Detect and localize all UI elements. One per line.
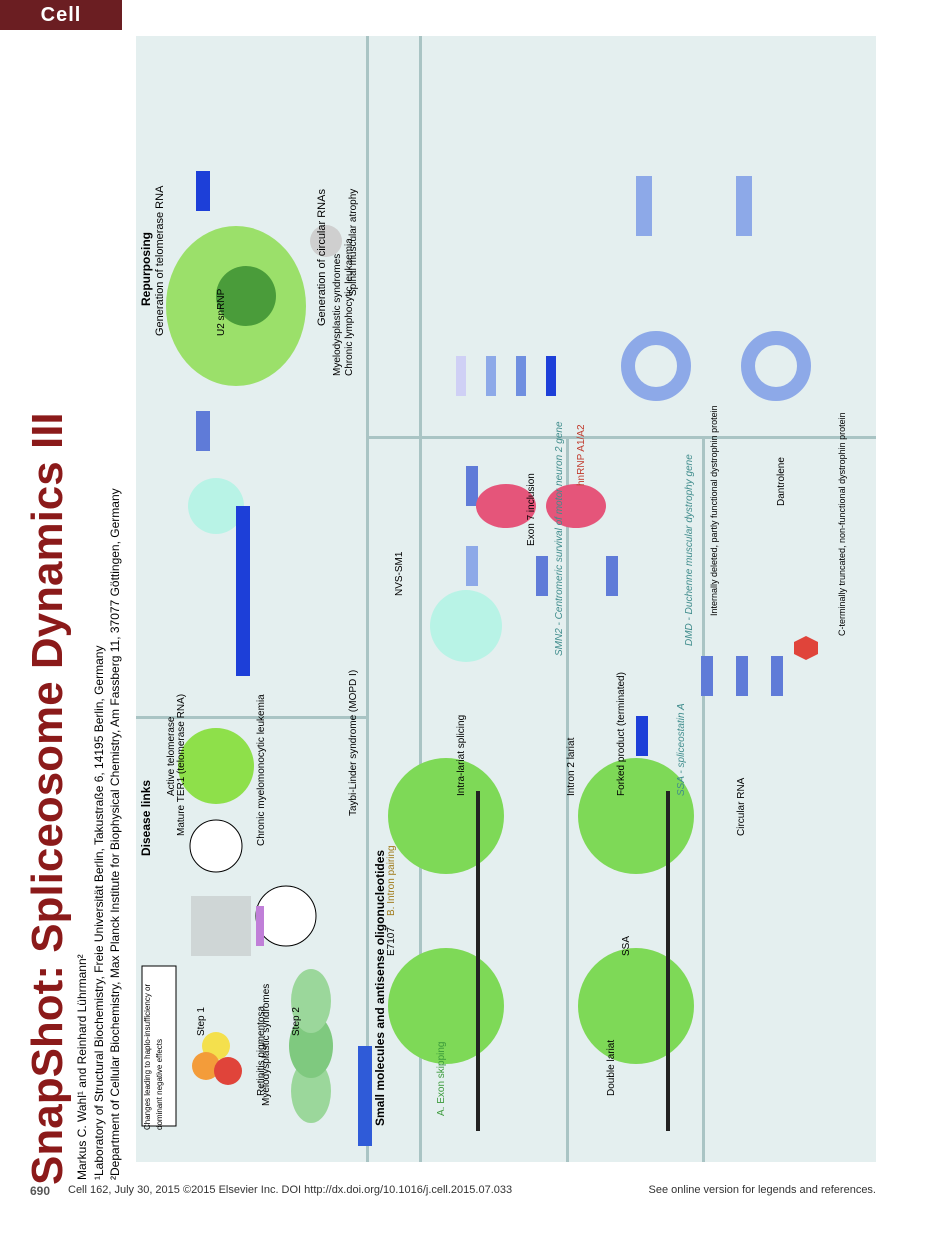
exon7-box-3 <box>606 556 618 596</box>
sf3b155-circle <box>216 266 276 326</box>
label-mds-2: Myelodysplastic syndromes <box>332 253 343 376</box>
citation: Cell 162, July 30, 2015 ©2015 Elsevier I… <box>68 1184 513 1196</box>
exon1-box-c <box>456 356 466 396</box>
u6-circle <box>192 1052 220 1080</box>
legend-text: Changes leading to haplo-insufficiency o… <box>143 983 164 1130</box>
label-dmd-truncated: C-terminally truncated, non-functional d… <box>837 412 847 636</box>
divider <box>366 36 369 1162</box>
online-note: See online version for legends and refer… <box>648 1184 876 1196</box>
legend-box <box>141 965 177 1127</box>
label-e7107: E7107 <box>386 927 397 956</box>
divider <box>369 436 876 439</box>
circular-rna-2 <box>741 331 811 401</box>
journal-logo: Cell <box>0 0 122 30</box>
label-intra-lariat: Intra-lariat splicing <box>456 714 467 796</box>
stop-sign <box>794 636 818 660</box>
label-exon-skip: A. Exon skipping <box>436 1041 447 1117</box>
section-repurposing: Repurposing <box>139 232 153 306</box>
u2-circle <box>178 728 254 804</box>
pre-mrna-line <box>476 791 480 1131</box>
exon3-block-2 <box>736 176 752 236</box>
label-dmd-internal: Internally deleted, partly functional dy… <box>709 405 719 616</box>
exon-bar <box>358 1046 372 1146</box>
section-disease: Disease links <box>139 779 153 856</box>
exon7-box <box>466 546 478 586</box>
exon8-box <box>466 466 478 506</box>
label-ssa: SSA <box>621 935 632 956</box>
exon4-box-c <box>546 356 556 396</box>
affiliation-2: ²Department of Cellular Biochemistry, Ma… <box>108 488 122 1180</box>
divider <box>136 716 366 719</box>
u2-complex-2 <box>388 758 504 874</box>
exon51-box <box>736 656 748 696</box>
affiliation-1: ¹Laboratory of Structural Biochemistry, … <box>92 645 106 1180</box>
label-mds: Myelodysplastic syndromes <box>261 983 272 1106</box>
label-sma: Spinal muscular atrophy <box>348 188 359 296</box>
figure-drawing <box>141 171 818 1146</box>
pre-mrna-line-2 <box>666 791 670 1131</box>
u2af65-ellipse <box>289 1014 333 1078</box>
sf1-ellipse <box>291 1059 331 1123</box>
u1-circle-2 <box>430 590 502 662</box>
section-telomerase: Generation of telomerase RNA <box>154 185 166 336</box>
ter1-bar <box>256 906 264 946</box>
u2af35-ellipse <box>291 969 331 1033</box>
exon3-block <box>636 176 652 236</box>
journal-name: Cell <box>40 3 82 26</box>
label-nvs: NVS-SM1 <box>394 551 405 596</box>
label-circular-rna: Circular RNA <box>736 777 747 836</box>
protein-list-box <box>191 896 251 956</box>
u5-circle <box>214 1057 242 1085</box>
label-hnrnp: hnRNP A1/A2 <box>576 424 587 486</box>
label-step2: Step 2 <box>291 1007 302 1036</box>
u2-complex-3 <box>578 948 694 1064</box>
label-forked: Forked product (terminated) <box>616 672 627 796</box>
exon-box <box>636 716 648 756</box>
exon-bar-2 <box>236 506 250 676</box>
divider <box>419 36 422 1162</box>
exon2-bar <box>196 171 210 211</box>
u2-complex-1 <box>388 948 504 1064</box>
mature-circle <box>189 819 243 873</box>
label-ssa-caption: SSA - spliceostatin A <box>676 703 687 796</box>
divider <box>566 436 569 1162</box>
smn-circle <box>310 225 342 257</box>
label-dmd-caption: DMD - Duchenne muscular dystrophy gene <box>684 454 695 646</box>
u1-circle <box>188 478 244 534</box>
label-exon7-incl: Exon 7 inclusion <box>526 473 537 546</box>
label-u2snrnp: U2 snRNP <box>216 288 227 336</box>
section-circular: Generation of circular RNAs <box>316 189 328 326</box>
exon3-box-c <box>516 356 526 396</box>
hnrnp-protein-2 <box>546 484 606 528</box>
label-intron2: Intron 2 lariat <box>566 737 577 796</box>
authors: Markus C. Wahl¹ and Reinhard Lührmann² <box>75 954 89 1180</box>
label-step1: Step 1 <box>196 1007 207 1036</box>
telomerase-circle <box>255 885 317 947</box>
label-dantrolene: Dantrolene <box>776 457 787 506</box>
label-double-lariat: Double lariat <box>606 1039 617 1096</box>
exon7-box-2 <box>536 556 548 596</box>
label-smn2-caption: SMN2 - Centromeric survival of motor neu… <box>554 421 565 656</box>
section-small-molecules: Small molecules and antisense oligonucle… <box>373 849 387 1126</box>
circular-rna-1 <box>621 331 691 401</box>
exon48-box <box>701 656 713 696</box>
divider <box>702 436 705 1162</box>
figure-panel: Disease links Small molecules and antise… <box>136 36 876 1162</box>
exon52-box <box>771 656 783 696</box>
page-title: SnapShot: Spliceosome Dynamics III <box>23 412 72 1185</box>
label-cmml: Chronic myelomonocytic leukemia <box>256 694 267 846</box>
u2-complex-4 <box>578 758 694 874</box>
exon2-box-c <box>486 356 496 396</box>
label-taybi: Taybi-Linder syndrome (MOPD I) <box>348 669 359 816</box>
exon1-bar <box>196 411 210 451</box>
page-number: 690 <box>30 1184 51 1198</box>
hnrnp-protein <box>476 484 536 528</box>
label-intron-pair: B. Intron pairing <box>386 845 397 916</box>
label-active-tel: Active telomerase <box>166 716 177 796</box>
